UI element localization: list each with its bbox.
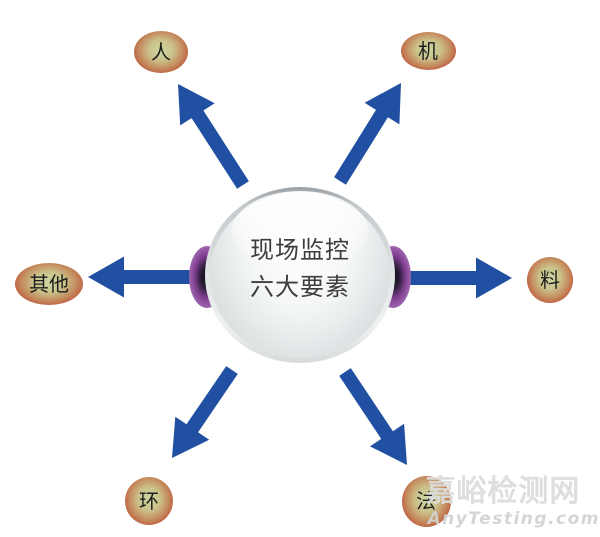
node-other: 其他 xyxy=(15,263,83,305)
center-node: 现场监控 六大要素 xyxy=(205,187,395,363)
node-method-label: 法 xyxy=(416,489,436,513)
node-method: 法 xyxy=(401,475,451,527)
node-machine-label: 机 xyxy=(418,39,438,63)
node-environment: 环 xyxy=(125,477,173,525)
center-title: 现场监控 六大要素 xyxy=(205,181,395,357)
node-machine: 机 xyxy=(400,32,456,70)
sphere-gloss-highlight xyxy=(231,191,369,273)
watermark: 嘉峪检测网 AnyTesting.com xyxy=(425,474,600,530)
node-environment-label: 环 xyxy=(139,489,159,513)
node-person: 人 xyxy=(134,31,188,73)
arrow-to-machine xyxy=(334,83,401,185)
node-person-label: 人 xyxy=(151,40,171,64)
center-title-line1: 现场监控 xyxy=(250,236,350,264)
arrow-to-material xyxy=(404,257,512,299)
arrow-to-environment xyxy=(172,366,238,458)
node-material: 料 xyxy=(527,257,573,303)
arrow-to-method xyxy=(339,368,407,465)
watermark-title: 嘉峪检测网 xyxy=(425,474,581,509)
arrow-to-person xyxy=(178,84,249,189)
arrow-to-other xyxy=(88,256,192,298)
node-other-label: 其他 xyxy=(29,272,69,296)
watermark-subtitle: AnyTesting.com xyxy=(427,509,600,529)
center-title-line2: 六大要素 xyxy=(250,273,350,301)
node-material-label: 料 xyxy=(540,268,560,292)
